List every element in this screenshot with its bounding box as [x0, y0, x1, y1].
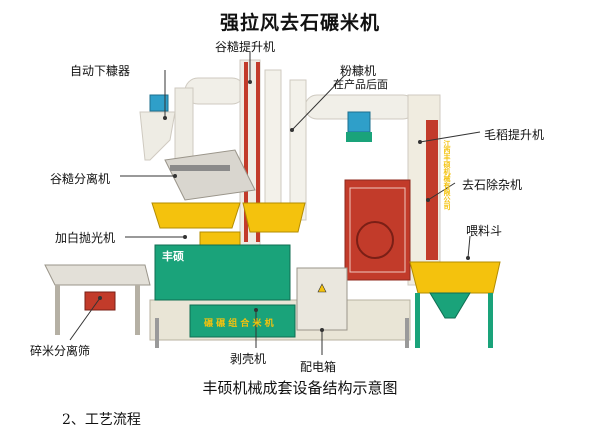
- paddy-tower: [407, 94, 441, 286]
- tower-plate: 江西丰硕机械有限公司: [443, 140, 451, 210]
- label-destoner: 去石除杂机: [462, 178, 523, 192]
- figure-caption: 丰硕机械成套设备结构示意图: [202, 379, 398, 397]
- separator-body: [164, 149, 256, 201]
- label-husk-elevator: 谷糙提升机: [215, 40, 276, 54]
- label-bran-machine: 粉糠机: [340, 64, 377, 78]
- page-title: 强拉风去石碾米机: [219, 12, 380, 34]
- hopper-stand: [415, 292, 493, 348]
- destoner-body: [344, 179, 411, 281]
- green-cabinet: [154, 244, 296, 338]
- leader-lines: [69, 52, 481, 355]
- label-huller: 剥壳机: [230, 352, 267, 366]
- label-bran-machine-note: 在产品后面: [333, 78, 388, 91]
- label-paddy-elevator: 毛稻提升机: [484, 128, 545, 142]
- label-control-box: 配电箱: [300, 360, 337, 374]
- label-feed-hopper: 喂料斗: [466, 224, 503, 238]
- brand-plate: 丰硕: [162, 250, 184, 263]
- front-plate: 碾 碾 组 合 米 机: [204, 319, 274, 329]
- label-polisher: 加白抛光机: [55, 231, 116, 245]
- motors: [149, 94, 372, 142]
- section-heading: 2、工艺流程: [62, 412, 141, 428]
- label-auto-bran: 自动下糠器: [70, 64, 131, 78]
- label-husk-separator: 谷糙分离机: [50, 172, 111, 186]
- sieve-body: [44, 264, 151, 335]
- control-box-body: [296, 267, 348, 331]
- label-broken-rice-sieve: 碎米分离筛: [30, 344, 91, 358]
